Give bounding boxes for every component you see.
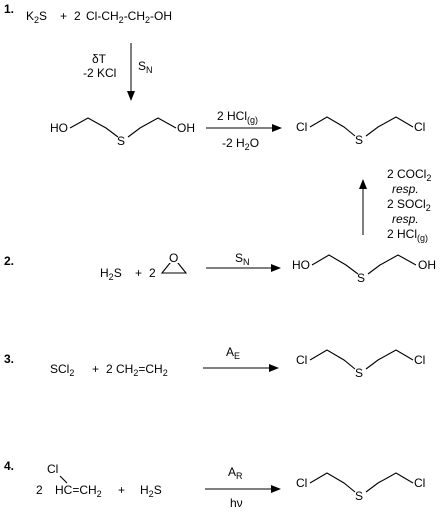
- reaction-3-ae-label: AE: [226, 345, 240, 361]
- reaction-2-socl2-label: 2 SOCl2: [387, 197, 431, 213]
- reaction-4-h2s: H2S: [140, 483, 162, 499]
- reaction-3-product-bond-left: [309, 349, 356, 370]
- reaction-2-resp-label-2: resp.: [392, 212, 419, 226]
- reaction-3-product-cl-left: Cl: [296, 353, 307, 367]
- epoxide-oxygen: O: [169, 251, 178, 265]
- reaction-4-product-bond-right: [365, 472, 414, 493]
- reaction-2-sn-label: SN: [235, 251, 250, 267]
- reaction-3-scl2: SCl2: [50, 362, 74, 378]
- reaction-1-plus: +: [60, 9, 67, 23]
- reaction-3-product-cl-right: Cl: [414, 353, 425, 367]
- reaction-4-coef: 2: [36, 483, 43, 497]
- reaction-4-product-cl-right: Cl: [414, 476, 425, 490]
- reaction-3-number: 3.: [4, 352, 14, 366]
- reaction-1-product-cl-left: Cl: [296, 120, 307, 134]
- reaction-2-hcl-label: 2 HCl(g): [387, 227, 428, 243]
- reaction-2-product-oh: OH: [418, 258, 436, 272]
- reaction-1-product-bond-left: [309, 116, 356, 137]
- reaction-1-intermediate-oh: OH: [177, 121, 195, 135]
- reaction-4-plus: +: [118, 483, 125, 497]
- reaction-4-product-s: S: [355, 489, 363, 503]
- reaction-1-intermediate-s: S: [117, 134, 125, 148]
- reaction-3-plus: +: [92, 362, 99, 376]
- reaction-4-product-cl-left: Cl: [296, 476, 307, 490]
- reaction-4-light-label: hν: [230, 496, 243, 510]
- reaction-2-product-s: S: [357, 271, 365, 285]
- reaction-1-product-s: S: [355, 133, 363, 147]
- reaction-2-product-bond-right: [367, 254, 417, 275]
- reaction-4-vinyl-cl: Cl: [47, 462, 58, 476]
- reaction-4-vinyl-cl-bond: [59, 475, 68, 484]
- reaction-1-water-label: -2 H2O: [222, 136, 259, 152]
- reaction-1-product-cl-right: Cl: [414, 120, 425, 134]
- reaction-1-intermediate-bond-left: [69, 117, 119, 138]
- reaction-1-coef: 2: [74, 9, 81, 23]
- epoxide-oxygen-mask: [168, 251, 180, 263]
- reaction-1-kcl-label: -2 KCl: [83, 66, 116, 80]
- epoxide-ring-icon: [160, 257, 188, 274]
- reaction-3-ethylene: 2 CH2=CH2: [106, 362, 168, 378]
- reaction-2-h2s: H2S: [100, 266, 122, 282]
- reaction-3-product-s: S: [355, 366, 363, 380]
- reaction-1-intermediate-bond-right: [127, 117, 177, 138]
- reaction-1-chlorohydrin: Cl-CH2-CH2-OH: [86, 9, 172, 25]
- reaction-2-resp-label-1: resp.: [392, 182, 419, 196]
- reaction-2-product-ho: HO: [292, 258, 310, 272]
- reaction-1-k2s: K2S: [26, 9, 47, 25]
- reaction-1-number: 1.: [4, 2, 14, 16]
- reaction-2-number: 2.: [4, 254, 14, 268]
- reaction-1-product-bond-right: [365, 116, 414, 137]
- reaction-2-plus: +: [135, 266, 142, 280]
- reaction-1-sn-label: SN: [138, 59, 153, 75]
- reaction-3-product-bond-right: [365, 349, 414, 370]
- reaction-1-heat-label: δT: [92, 52, 107, 66]
- reaction-4-vinyl-chain: HC=CH2: [55, 483, 102, 499]
- reaction-2-coef: 2: [149, 266, 156, 280]
- reaction-1-intermediate-ho: HO: [50, 121, 68, 135]
- reaction-4-number: 4.: [4, 459, 14, 473]
- reaction-2-cocl2-label: 2 COCl2: [387, 167, 431, 183]
- reaction-1-hcl-label: 2 HCl(g): [217, 109, 258, 125]
- reaction-4-ar-label: AR: [228, 465, 243, 481]
- reaction-4-product-bond-left: [309, 472, 356, 493]
- reaction-2-product-bond-left: [311, 254, 359, 275]
